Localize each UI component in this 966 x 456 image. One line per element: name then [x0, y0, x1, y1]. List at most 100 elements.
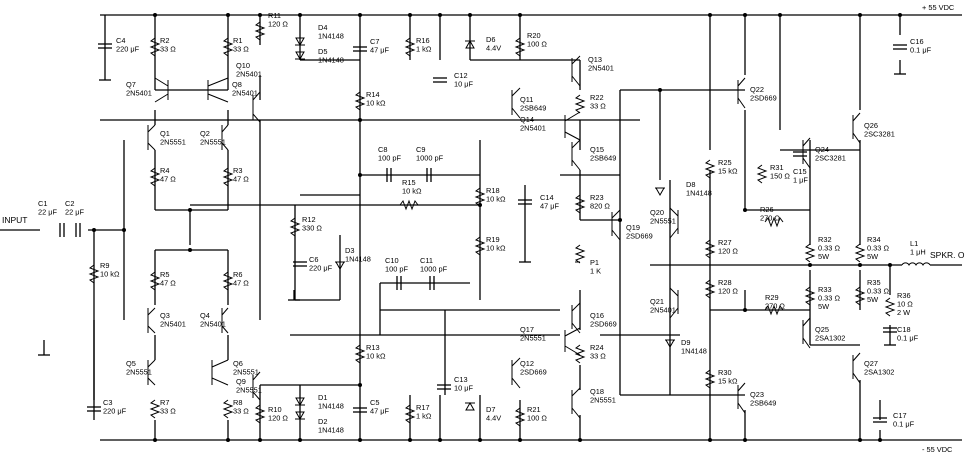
component-value: 47 Ω	[160, 279, 176, 288]
component-value: 2SA1302	[864, 368, 894, 377]
component-ref: Q18	[590, 387, 604, 396]
component-value: 0.1 μF	[910, 46, 932, 55]
component-value: 1000 pF	[420, 265, 448, 274]
resistor-symbols	[88, 21, 896, 427]
component-value: 2N5401	[200, 320, 226, 329]
component-ref: C10	[385, 256, 399, 265]
component-value: 100 Ω	[527, 414, 547, 423]
component-value: 2SB649	[590, 154, 616, 163]
component-ref: R34	[867, 235, 881, 244]
component-value: 47 μF	[540, 202, 560, 211]
wiring	[0, 15, 962, 440]
component-ref: D5	[318, 47, 327, 56]
component-ref: R9	[100, 261, 109, 270]
component-ref: R6	[233, 270, 242, 279]
component-value: 22 μF	[65, 208, 85, 217]
component-value: 2N5551	[590, 396, 616, 405]
component-ref: Q21	[650, 297, 664, 306]
component-ref: C6	[309, 255, 318, 264]
component-value: 33 Ω	[160, 407, 176, 416]
component-ref: Q20	[650, 208, 664, 217]
component-value: 22 μF	[38, 208, 58, 217]
component-value: 2N5551	[236, 386, 262, 395]
component-ref: R8	[233, 398, 242, 407]
component-value: 47 μF	[370, 46, 390, 55]
component-ref: Q2	[200, 129, 210, 138]
component-ref: R19	[486, 235, 500, 244]
junction-dots	[92, 13, 902, 442]
speaker-output-label: SPKR. O	[930, 250, 965, 260]
component-value: 2SC3281	[864, 130, 895, 139]
component-value: 120 Ω	[718, 287, 738, 296]
component-ref: R25	[718, 158, 732, 167]
component-value: 0.33 Ω	[818, 294, 840, 303]
component-ref: R15	[402, 178, 416, 187]
component-rating: 2 W	[897, 308, 910, 317]
component-value: 2N5551	[126, 368, 152, 377]
component-ref: R28	[718, 278, 732, 287]
component-value: 1N4148	[318, 56, 344, 65]
component-ref: R10	[268, 405, 282, 414]
component-value: 2SC3281	[815, 154, 846, 163]
component-ref: R27	[718, 238, 732, 247]
component-ref: Q16	[590, 311, 604, 320]
component-ref: R33	[818, 285, 832, 294]
negative-supply-label: - 55 VDC	[922, 445, 953, 454]
component-value: 2N5401	[236, 70, 262, 79]
component-ref: D2	[318, 417, 327, 426]
component-ref: R4	[160, 166, 169, 175]
component-value: 220 μF	[309, 264, 333, 273]
component-value: 1 kΩ	[416, 45, 432, 54]
component-value: 10 kΩ	[100, 270, 120, 279]
component-ref: R30	[718, 368, 732, 377]
component-ref: R17	[416, 403, 430, 412]
component-value: 220 μF	[103, 407, 127, 416]
component-value: 1 kΩ	[416, 412, 432, 421]
component-ref: R26	[760, 205, 774, 214]
terminal-labels: INPUT SPKR. O + 55 VDC - 55 VDC	[2, 3, 965, 454]
component-value: 100 Ω	[527, 40, 547, 49]
component-value: 47 Ω	[233, 279, 249, 288]
component-ref: C13	[454, 375, 468, 384]
component-value: 33 Ω	[233, 407, 249, 416]
component-ref: Q22	[750, 85, 764, 94]
component-value: 270 Ω	[765, 302, 785, 311]
component-value: 2SB649	[520, 104, 546, 113]
component-value: 4.4V	[486, 414, 501, 423]
component-ref: P1	[590, 258, 599, 267]
transistor-symbols	[147, 55, 861, 419]
capacitor-symbols	[59, 43, 907, 423]
component-value: 1 μH	[910, 248, 926, 257]
component-value: 10 kΩ	[402, 187, 422, 196]
component-value: 2N5401	[520, 124, 546, 133]
component-value: 2SB649	[750, 399, 776, 408]
component-ref: C14	[540, 193, 554, 202]
component-value: 47 Ω	[233, 175, 249, 184]
component-value: 33 Ω	[233, 45, 249, 54]
